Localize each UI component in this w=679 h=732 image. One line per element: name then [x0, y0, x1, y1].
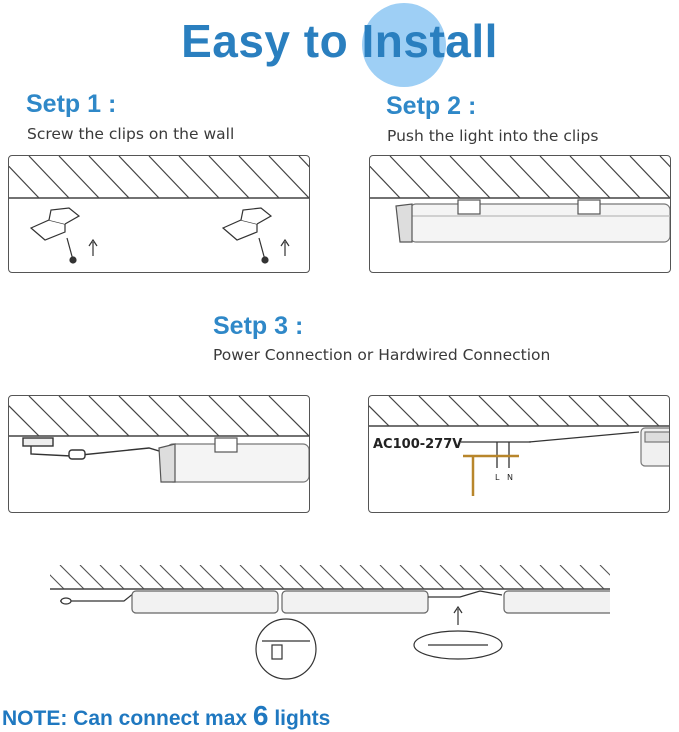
magnifier-detail — [255, 618, 317, 680]
note-prefix: NOTE: Can connect max — [2, 707, 248, 730]
step2-description: Push the light into the clips — [387, 127, 599, 145]
step1-description: Screw the clips on the wall — [27, 125, 235, 143]
step3-heading: Setp 3 : — [213, 312, 304, 340]
note-suffix: lights — [268, 707, 331, 730]
step1-illustration — [8, 155, 310, 273]
note-count: 6 — [252, 700, 269, 731]
voltage-label: AC100-277V — [373, 437, 462, 452]
power-cord-icon — [60, 592, 135, 605]
power-connection-illustration — [8, 395, 310, 513]
clip-icon — [29, 207, 98, 264]
tube-light-icon — [158, 437, 310, 483]
linked-lights-illustration — [50, 565, 615, 685]
tube-light-icon — [131, 590, 615, 614]
step1-heading: Setp 1 : — [26, 90, 117, 118]
line-label: L — [495, 473, 500, 482]
title-highlight-circle — [362, 3, 446, 87]
push-light-into-clips-illustration — [370, 156, 671, 243]
page-title: Easy to Install — [181, 15, 498, 67]
power-cord-icon — [22, 437, 170, 460]
wall-clips-screw-illustration — [9, 156, 309, 264]
step3-description: Power Connection or Hardwired Connection — [213, 346, 551, 364]
hardwired-connection-illustration: AC100-277V L N — [368, 395, 679, 513]
neutral-label: N — [507, 473, 513, 482]
wiring-diagram — [461, 431, 640, 496]
step2-illustration — [369, 155, 671, 273]
step2-heading: Setp 2 : — [386, 92, 477, 120]
clip-icon — [221, 207, 290, 264]
max-lights-note: NOTE: Can connect max 6 lights — [2, 700, 330, 732]
tube-light-icon — [640, 427, 679, 467]
tube-light-icon — [395, 199, 671, 243]
connector-cable — [413, 590, 503, 660]
